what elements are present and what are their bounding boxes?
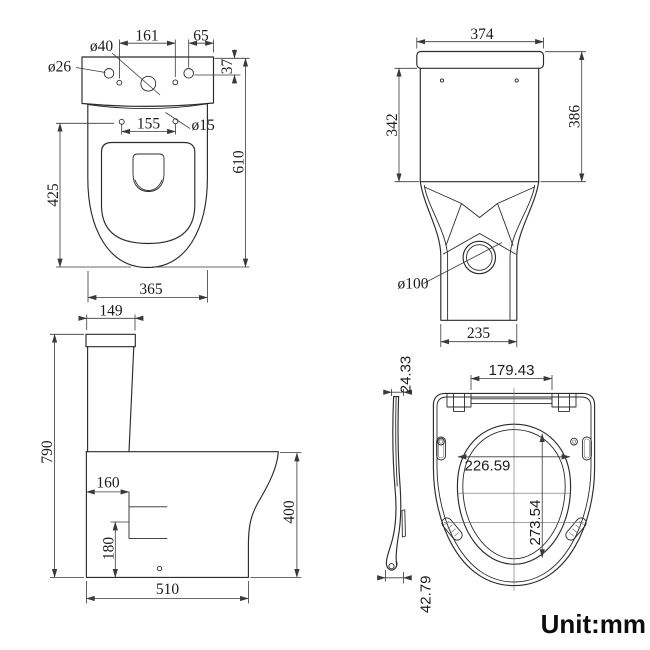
side-view: 149 790 160 180 400 510 — [39, 303, 302, 604]
seat-pad-lower-left — [441, 517, 463, 541]
unit-label: Unit:mm — [541, 609, 646, 639]
label-dia40: ø40 — [90, 38, 114, 55]
front-seat-ring — [100, 141, 196, 245]
seat-profile-side-sliver — [401, 509, 406, 538]
side-extension-lines — [50, 314, 302, 604]
seat-bumper-circle-left — [437, 437, 445, 446]
label-155: 155 — [137, 116, 161, 133]
back-tank-lid — [416, 50, 545, 69]
label-dia26: ø26 — [48, 59, 72, 76]
seat-bumper-circle-left-inner — [439, 439, 443, 444]
back-view: 374 342 386 ø100 235 — [384, 26, 586, 347]
label-342: 342 — [384, 113, 401, 136]
leader-dia26 — [75, 67, 106, 73]
seat-hole-left — [118, 118, 125, 125]
label-425: 425 — [45, 183, 62, 207]
label-dia15: ø15 — [192, 117, 216, 134]
back-trapway-outer — [419, 181, 540, 321]
seat-hinge-channel — [470, 398, 553, 405]
side-fixing-hole — [156, 565, 163, 572]
seat-hinge-left — [446, 392, 472, 408]
back-screw-right — [514, 78, 519, 83]
side-tank-sides — [87, 346, 135, 453]
seat-bumper-circle-right — [570, 437, 578, 446]
seat-pad-lower-right-hatch — [569, 520, 584, 537]
label-160: 160 — [96, 475, 120, 492]
label-17943: 179.43 — [489, 362, 535, 379]
seat-profile-inner-line — [395, 396, 398, 487]
front-water-spot-inner-curve — [134, 179, 163, 191]
label-4279: 42.79 — [418, 576, 435, 614]
seat-hinge-right — [551, 392, 577, 408]
label-161: 161 — [135, 28, 158, 45]
tank-hole-center — [140, 75, 157, 92]
seat-profile-front-edge — [385, 396, 397, 564]
leader-dia40 — [111, 52, 161, 96]
seat-hinge-right-detail — [558, 392, 570, 412]
seat-pad-lower-right — [565, 517, 587, 541]
seat-pad-lower-right-outline — [565, 517, 587, 541]
side-tank-lid — [85, 333, 136, 348]
label-22659: 226.59 — [465, 458, 511, 475]
front-deck-curve — [87, 103, 208, 110]
seat-pad-upper-left-inner — [438, 438, 445, 459]
outlet-circle-inner — [466, 244, 493, 271]
seat-pad-upper-right — [581, 436, 592, 461]
label-365: 365 — [139, 281, 163, 298]
seat-profile-back-edge — [395, 396, 402, 566]
label-37: 37 — [219, 59, 236, 75]
leader-dia100 — [423, 242, 503, 284]
label-dia100: ø100 — [398, 276, 429, 293]
seat-bumper-circle-right-inner — [572, 439, 576, 444]
label-180: 180 — [100, 537, 117, 561]
label-65: 65 — [193, 28, 209, 45]
side-outlet-lines — [128, 491, 168, 539]
back-trapway-inner — [423, 185, 536, 321]
seat-construction-lines — [444, 387, 584, 591]
seat-view: 24.33 42.79 179.43 226. — [377, 356, 596, 614]
tank-hole-right — [183, 68, 194, 79]
label-149: 149 — [99, 303, 123, 320]
seat-pad-lower-left-hatch — [444, 520, 459, 537]
label-386: 386 — [566, 105, 583, 129]
seat-profile-tip-circle — [388, 563, 395, 570]
label-510: 510 — [156, 581, 180, 598]
seat-hinge-left-detail — [453, 392, 465, 412]
front-tank-outline — [81, 56, 215, 107]
tank-bolt-hole-right — [172, 79, 179, 86]
back-trapway-bowtie — [424, 186, 535, 246]
label-27354: 273.54 — [527, 500, 544, 546]
leader-dia15 — [165, 112, 191, 129]
seat-pad-lower-left-outline — [441, 517, 463, 541]
tank-bolt-hole-left — [116, 79, 123, 86]
outlet-circle-outer — [462, 240, 497, 275]
seat-profile-tip-hook — [385, 561, 398, 571]
label-790: 790 — [39, 440, 56, 464]
back-tank-body — [419, 67, 540, 183]
seat-pad-upper-right-inner — [583, 438, 590, 459]
front-bowl-outline — [87, 103, 208, 269]
back-screw-left — [439, 78, 445, 83]
front-view: ø26 ø40 161 65 37 610 425 155 ø15 365 — [45, 28, 250, 303]
front-water-spot — [132, 153, 165, 192]
label-610: 610 — [230, 150, 247, 174]
front-extension-lines — [56, 39, 250, 303]
label-400: 400 — [281, 500, 298, 524]
tank-hole-left — [103, 68, 115, 79]
label-235: 235 — [467, 325, 491, 342]
back-trapway-chevron — [443, 233, 516, 255]
seat-pad-upper-left — [436, 436, 447, 461]
label-374: 374 — [470, 26, 494, 43]
label-2433: 24.33 — [398, 356, 415, 394]
